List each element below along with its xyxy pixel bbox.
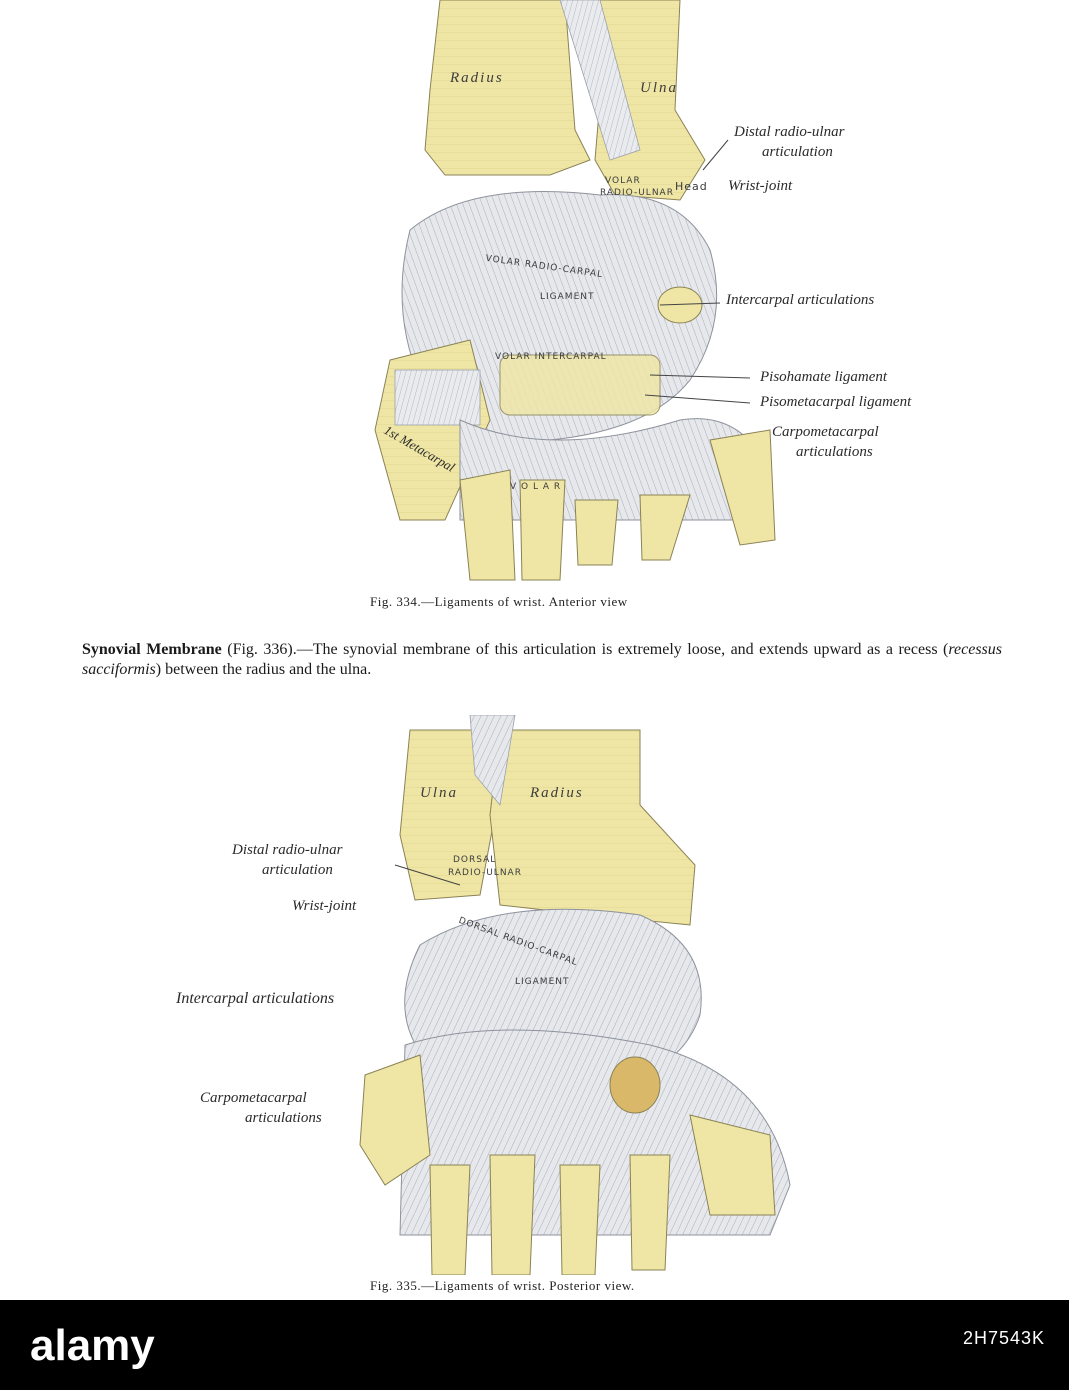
inscription-radio-ulnar: RADIO-ULNAR xyxy=(600,188,674,198)
inscription-ligament-posterior: LIGAMENT xyxy=(515,977,570,987)
label-distal-radio-ulnar-posterior-2: articulation xyxy=(262,862,333,878)
label-intercarpal-posterior: Intercarpal articulations xyxy=(176,990,335,1007)
label-distal-radio-ulnar: Distal radio-ulnar xyxy=(734,124,845,140)
inscription-dorsal: DORSAL xyxy=(453,855,497,865)
paragraph-text-end: ) between the radius and the ulna. xyxy=(155,661,372,678)
label-carpometacarpal: Carpometacarpal xyxy=(772,424,879,440)
inscription-radio-ulnar-posterior: RADIO-ULNAR xyxy=(448,868,522,878)
label-carpometacarpal-posterior-2: articulations xyxy=(245,1110,322,1126)
inscription-head: Head xyxy=(675,180,708,193)
synovial-membrane-paragraph: Synovial Membrane (Fig. 336).—The synovi… xyxy=(82,640,1002,680)
wrist-anterior-illustration xyxy=(374,0,776,581)
label-ulna-posterior: Ulna xyxy=(420,785,458,801)
label-carpometacarpal-2: articulations xyxy=(796,444,873,460)
label-pisohamate: Pisohamate ligament xyxy=(760,369,888,385)
image-id-watermark: 2H7543K xyxy=(962,1328,1045,1348)
inscription-volar-intercarpal: VOLAR INTERCARPAL xyxy=(495,352,607,362)
label-wrist-joint-posterior: Wrist-joint xyxy=(292,898,357,914)
label-pisometacarpal: Pisometacarpal ligament xyxy=(760,394,912,410)
paragraph-italic-term: recessus sacciformis xyxy=(82,641,1003,678)
book-page: Radius Ulna VOLAR RADIO-ULNAR Head VOLAR… xyxy=(82,0,1003,1293)
figure-posterior-view: Ulna Radius DORSAL RADIO-ULNAR DORSAL RA… xyxy=(170,715,810,1275)
label-distal-radio-ulnar-posterior: Distal radio-ulnar xyxy=(232,842,343,858)
label-radius-posterior: Radius xyxy=(530,785,584,801)
caption-posterior: Fig. 335.—Ligaments of wrist. Posterior … xyxy=(370,1278,635,1293)
alamy-logo: alamy xyxy=(30,1321,155,1370)
svg-text:alamy: alamy xyxy=(30,1321,155,1370)
paragraph-heading: Synovial Membrane xyxy=(82,641,222,658)
wrist-posterior-illustration xyxy=(359,715,791,1275)
stock-banner xyxy=(0,1300,1069,1390)
inscription-volar-small: VOLAR xyxy=(605,176,641,186)
label-radius: Radius xyxy=(450,70,504,86)
label-intercarpal: Intercarpal articulations xyxy=(726,292,875,308)
paragraph-text: (Fig. 336).—The synovial membrane of thi… xyxy=(221,641,949,658)
label-ulna: Ulna xyxy=(640,80,678,96)
caption-anterior: Fig. 334.—Ligaments of wrist. Anterior v… xyxy=(370,594,628,609)
inscription-ligament: LIGAMENT xyxy=(540,292,595,302)
inscription-volar: V O L A R xyxy=(510,482,562,492)
label-distal-radio-ulnar-2: articulation xyxy=(762,144,833,160)
label-wrist-joint: Wrist-joint xyxy=(728,178,793,194)
label-carpometacarpal-posterior: Carpometacarpal xyxy=(200,1090,307,1106)
figure-anterior-view: Radius Ulna VOLAR RADIO-ULNAR Head VOLAR… xyxy=(350,0,990,585)
